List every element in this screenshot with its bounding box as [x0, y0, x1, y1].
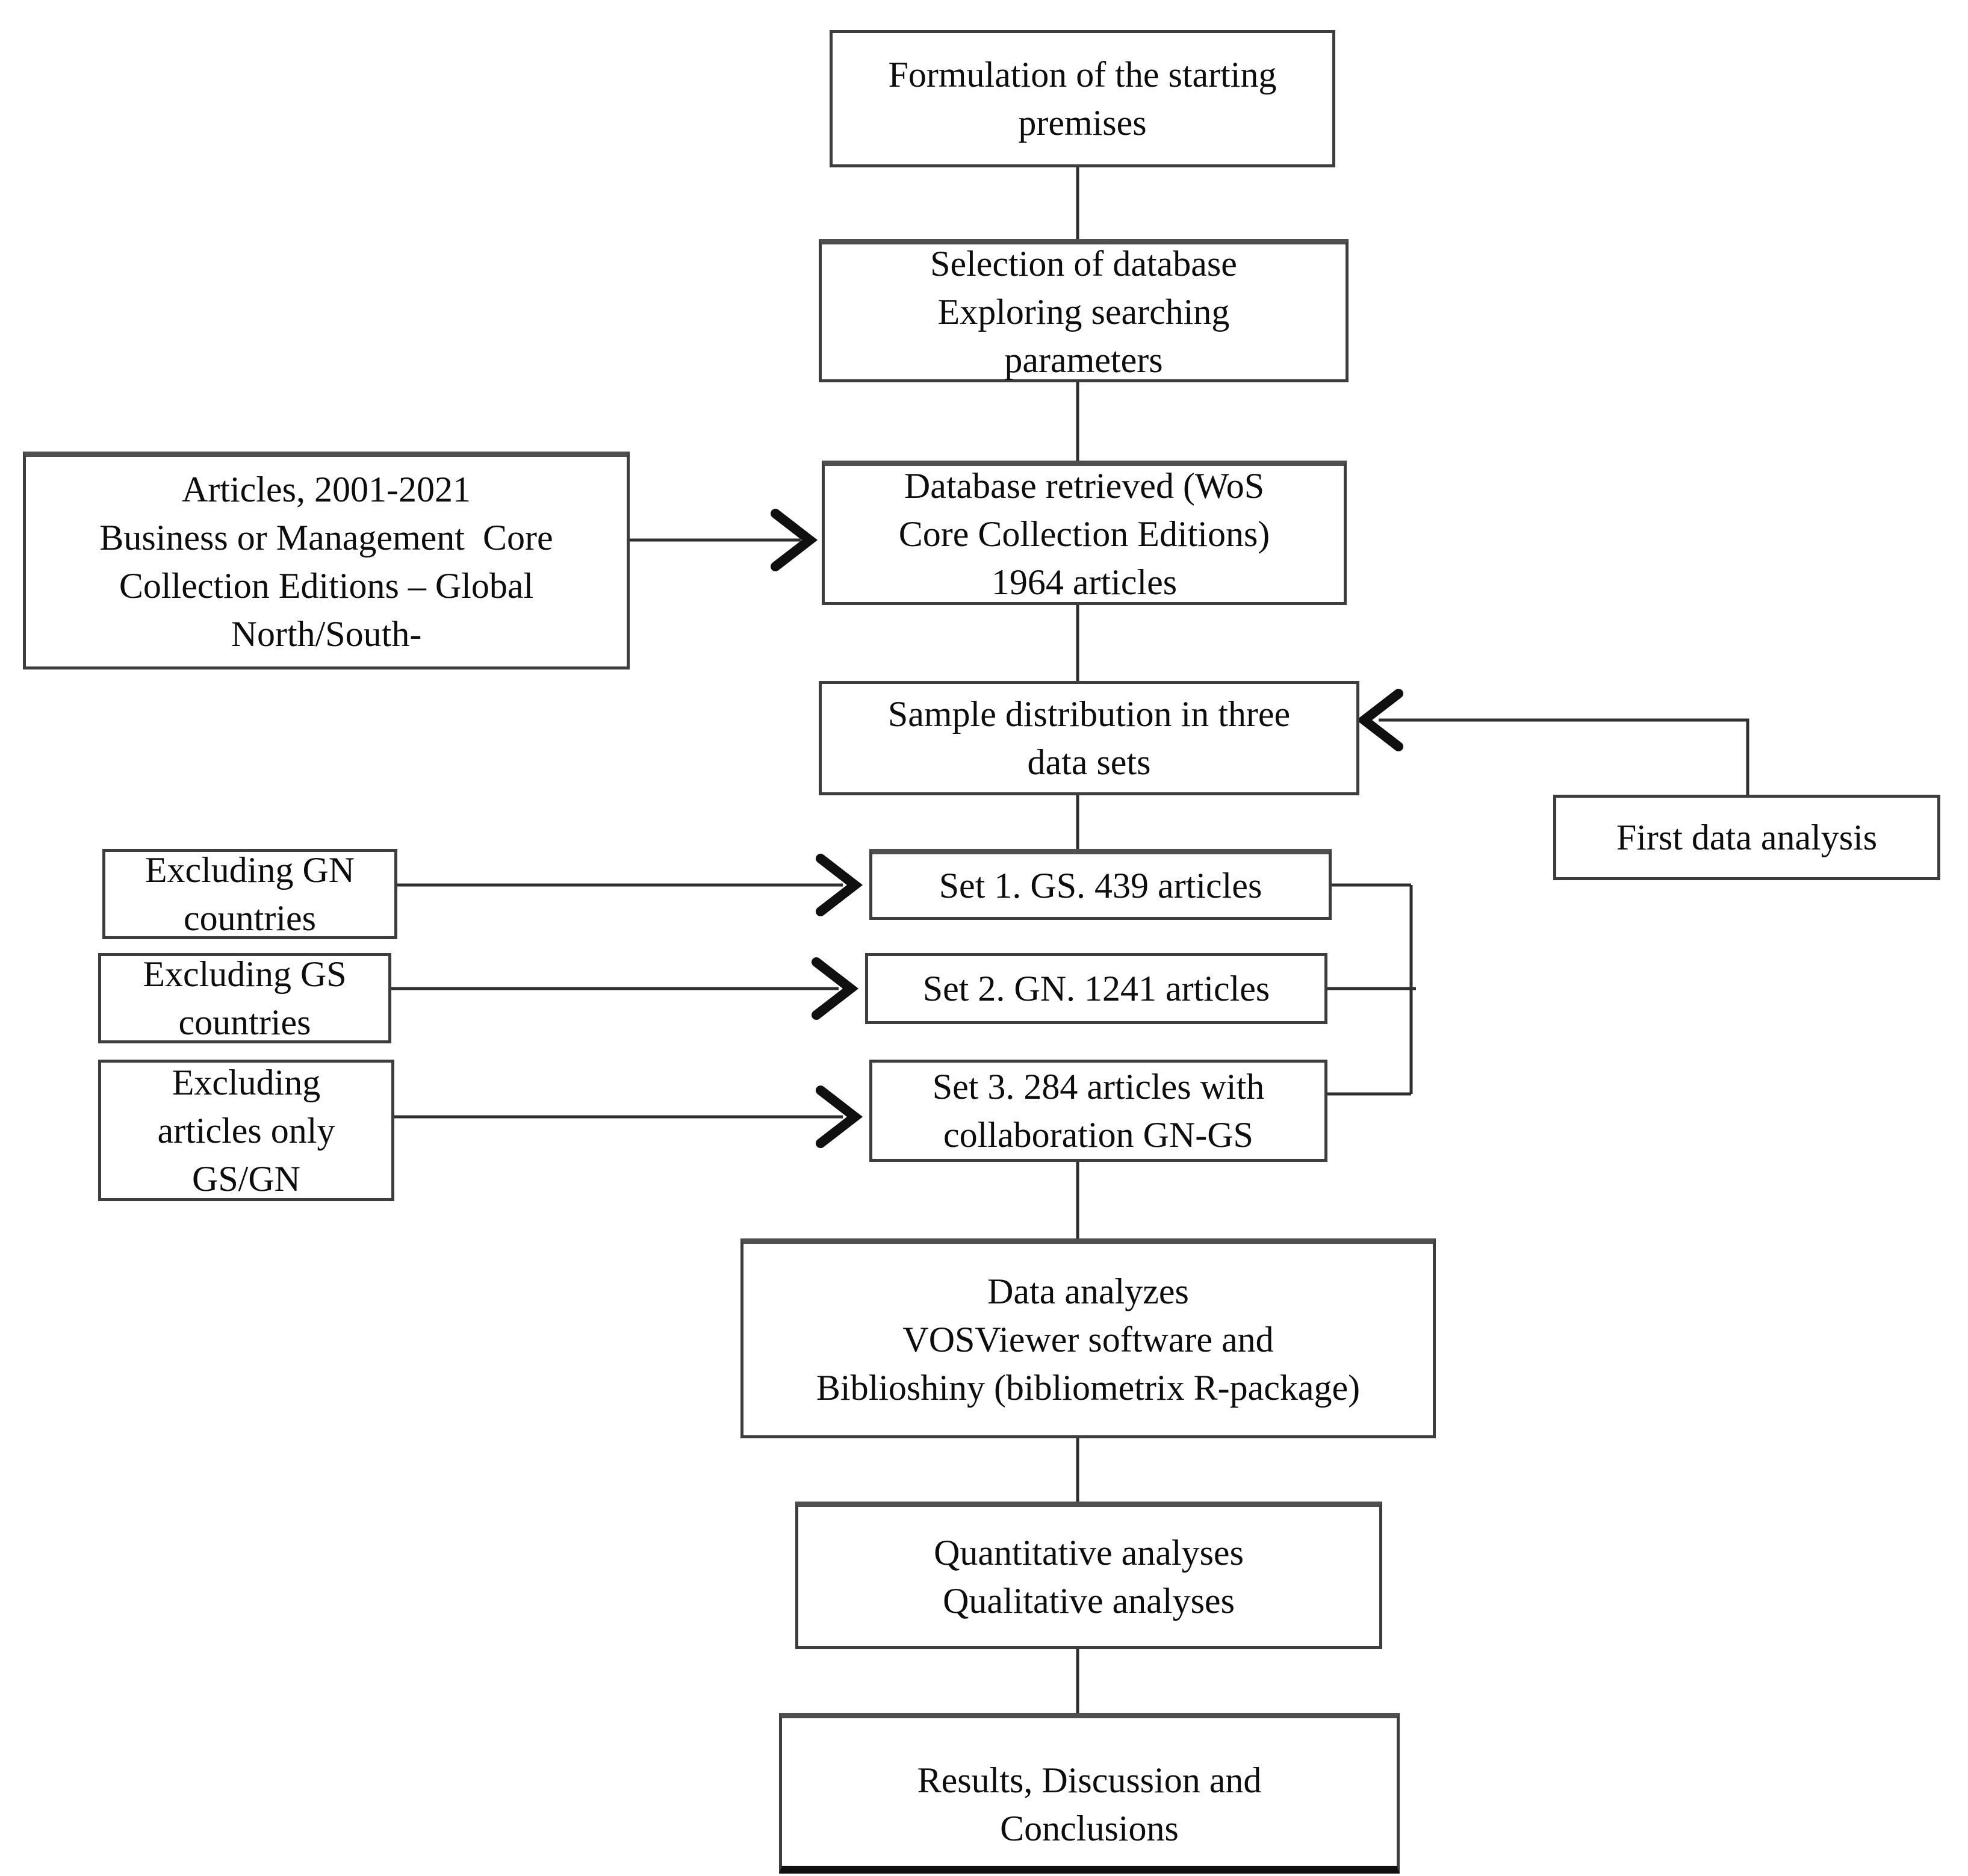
- node-set2-gn: Set 2. GN. 1241 articles: [865, 953, 1327, 1024]
- arrowhead-criteria-dbretrieved: [771, 509, 818, 571]
- node-first-data-analysis: First data analysis: [1553, 795, 1940, 880]
- arrowhead-exclonly-set3: [816, 1086, 863, 1148]
- node-set1-gs: Set 1. GS. 439 articles: [869, 849, 1332, 920]
- node-quant-qual-analyses: Quantitative analyses Qualitative analys…: [795, 1502, 1382, 1649]
- node-search-criteria: Articles, 2001-2021 Business or Manageme…: [23, 452, 630, 669]
- node-data-analyzes: Data analyzes VOSViewer software and Bib…: [740, 1238, 1436, 1438]
- node-set3-collaboration: Set 3. 284 articles with collaboration G…: [869, 1060, 1327, 1162]
- node-database-retrieved: Database retrieved (WoS Core Collection …: [822, 461, 1347, 605]
- connector-firstdata-sample: [1379, 718, 1749, 795]
- arrowhead-exclgs-set2: [812, 957, 859, 1020]
- arrowhead-exclgn-set1: [816, 854, 863, 916]
- node-sample-distribution: Sample distribution in three data sets: [819, 681, 1359, 795]
- node-formulation-premises: Formulation of the starting premises: [830, 30, 1335, 167]
- arrowhead-firstdata-sample: [1356, 689, 1403, 751]
- node-results-discussion: Results, Discussion and Conclusions: [779, 1713, 1400, 1874]
- node-selection-database: Selection of database Exploring searchin…: [819, 239, 1349, 382]
- node-excluding-gs-countries: Excluding GS countries: [98, 953, 391, 1043]
- node-excluding-articles-only: Excluding articles only GS/GN: [98, 1060, 394, 1201]
- node-excluding-gn-countries: Excluding GN countries: [102, 849, 397, 939]
